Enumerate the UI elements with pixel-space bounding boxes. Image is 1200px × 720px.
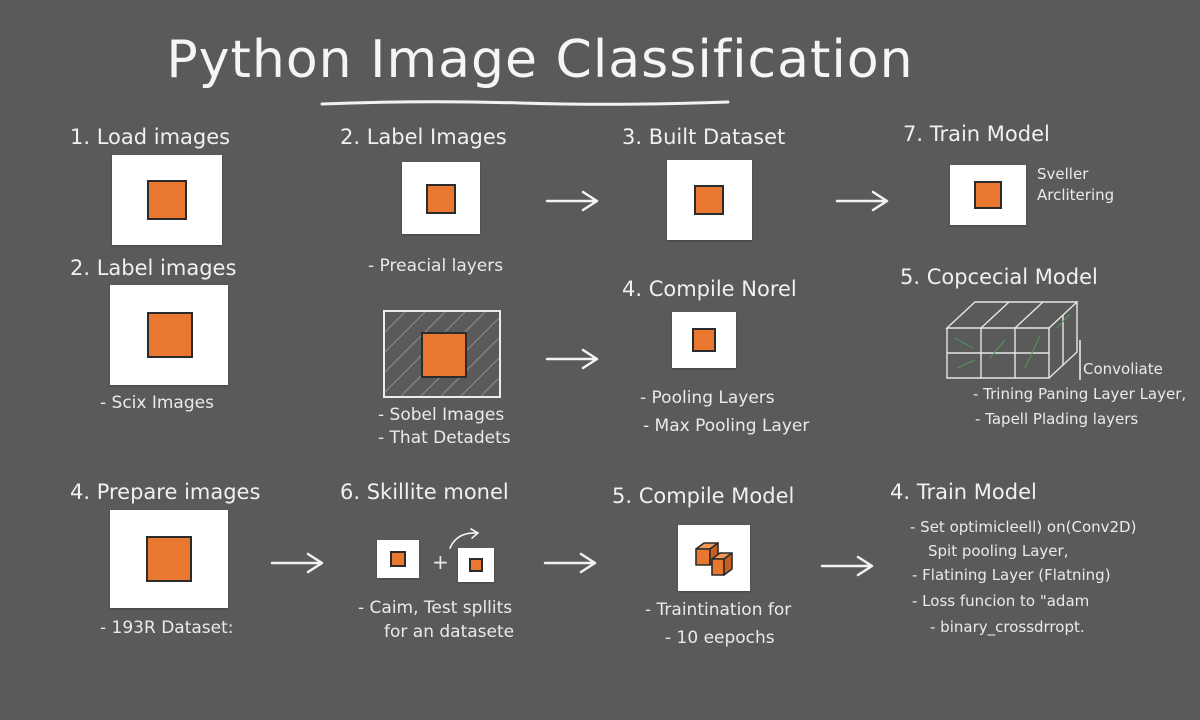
right-arrow-icon <box>545 190 599 212</box>
curved-arrow-icon <box>449 528 480 549</box>
right-arrow-icon <box>545 348 599 370</box>
image-thumbnail <box>974 181 1002 209</box>
cube-icon <box>945 301 1079 379</box>
right-arrow-icon <box>543 552 597 574</box>
plus-sign: + <box>432 550 449 574</box>
note: - Trining Paning Layer Layer, <box>973 385 1187 403</box>
step-train-model: 7. Train Model <box>903 122 1050 146</box>
note: - 193R Dataset: <box>100 618 234 638</box>
hatched-frame <box>383 310 501 398</box>
image-card <box>402 162 480 234</box>
title-underline <box>320 100 730 106</box>
note: - binary_crossdrropt. <box>930 618 1085 636</box>
image-card <box>678 525 750 591</box>
note: - 10 eepochs <box>665 628 775 648</box>
note: Sveller <box>1037 165 1089 183</box>
right-arrow-icon <box>820 555 874 577</box>
step-compile-model: 5. Compile Model <box>612 484 795 508</box>
image-card <box>458 548 494 582</box>
note: - Caim, Test spllits <box>358 598 513 618</box>
note: - Preacial layers <box>368 256 504 276</box>
note: Spit pooling Layer, <box>928 542 1069 560</box>
note: - Traintination for <box>645 600 792 620</box>
note: - Pooling Layers <box>640 388 775 408</box>
note: - Set optimicleell) on(Conv2D) <box>910 518 1137 536</box>
image-card <box>667 160 752 240</box>
note: - Tapell Plading layers <box>975 410 1139 428</box>
note: for an datasete <box>384 622 515 642</box>
3d-boxes-icon <box>695 542 733 576</box>
step-compile-norel: 4. Compile Norel <box>622 277 797 301</box>
image-thumbnail <box>147 312 193 358</box>
step-load-images: 1. Load images <box>70 125 231 149</box>
right-arrow-icon <box>270 552 324 574</box>
image-card <box>377 540 419 578</box>
note: - Flatining Layer (Flatning) <box>912 566 1111 584</box>
step-train-model-2: 4. Train Model <box>890 480 1037 504</box>
note: - Max Pooling Layer <box>643 416 810 436</box>
image-thumbnail <box>421 332 467 378</box>
page-title: Python Image Classification <box>166 30 914 90</box>
step-label-images-2: 2. Label images <box>70 256 237 280</box>
image-thumbnail <box>694 185 724 215</box>
image-card <box>110 510 228 608</box>
image-thumbnail <box>390 551 406 567</box>
note: - Loss funcion to "adam <box>912 592 1090 610</box>
note: - Scix Images <box>100 393 214 413</box>
image-thumbnail <box>692 328 716 352</box>
image-card <box>672 312 736 368</box>
step-copcecial-model: 5. Copcecial Model <box>900 265 1098 289</box>
note: Arclitering <box>1037 186 1115 204</box>
note: - Sobel Images <box>378 405 505 425</box>
image-thumbnail <box>146 536 192 582</box>
note: - That Detadets <box>378 428 511 448</box>
image-thumbnail <box>426 184 456 214</box>
image-card <box>112 155 222 245</box>
image-thumbnail <box>469 558 483 572</box>
right-arrow-icon <box>835 190 889 212</box>
image-thumbnail <box>147 180 187 220</box>
step-label-images: 2. Label Images <box>340 125 507 149</box>
step-prepare-images: 4. Prepare images <box>70 480 261 504</box>
image-card <box>110 285 228 385</box>
step-skillite-monel: 6. Skillite monel <box>340 480 509 504</box>
image-card <box>950 165 1026 225</box>
step-built-dataset: 3. Built Dataset <box>622 125 786 149</box>
callout-line <box>1079 340 1081 380</box>
note: Convoliate <box>1083 360 1163 378</box>
